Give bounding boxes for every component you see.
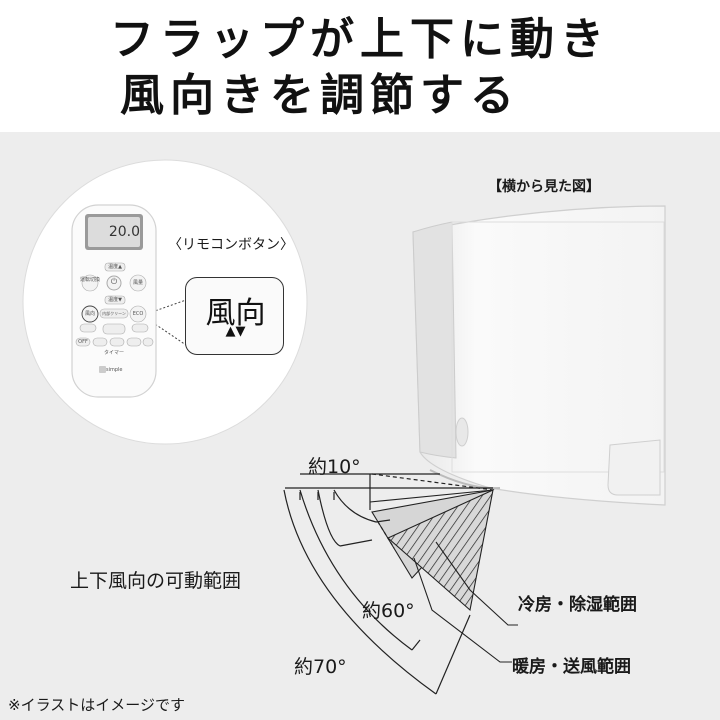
remote-control <box>71 204 157 398</box>
headline-line2: 風向きを調節する <box>120 70 520 121</box>
remote-eco-button[interactable]: ECO <box>132 311 144 317</box>
remote-wind-direction-button[interactable]: 風向 <box>84 311 95 317</box>
remote-temp-up-button[interactable]: 温度▲ <box>108 264 122 270</box>
side-view-label: 【横から見た図】 <box>488 179 600 195</box>
wind-direction-button-text: 風向 <box>205 296 266 331</box>
range-title: 上下風向の可動範囲 <box>70 570 242 592</box>
remote-button-label: 〈リモコンボタン〉 <box>168 237 294 253</box>
remote-power-button[interactable]: ⏻ <box>110 277 118 286</box>
remote-timer-label: タイマー <box>103 350 124 356</box>
angle-60-label: 約60° <box>362 600 415 622</box>
header-banner: フラップが上下に動き 風向きを調節する <box>0 0 720 132</box>
remote-brand-logo: simple <box>106 367 123 373</box>
wind-direction-button-popup: 風向 ▲▼ <box>185 277 284 355</box>
remote-airflow-button[interactable]: 風量 <box>132 280 143 286</box>
airflow-range <box>369 489 495 612</box>
remote-off-button[interactable]: OFF <box>78 339 88 345</box>
angle-10-label: 約10° <box>308 456 361 478</box>
aircon-unit <box>412 205 666 506</box>
angle-guides <box>283 473 518 695</box>
legend-heating: 暖房・送風範囲 <box>512 657 631 677</box>
remote-temp-down-button[interactable]: 温度▼ <box>108 297 122 303</box>
illustration-note: ※イラストはイメージです <box>8 696 185 714</box>
remote-internal-clean-button[interactable]: 内部クリーン <box>102 311 126 316</box>
legend-cooling: 冷房・除湿範囲 <box>518 595 637 615</box>
up-down-arrows-icon: ▲▼ <box>225 324 246 339</box>
remote-operation-switch-button[interactable]: 運転切換 <box>79 277 100 283</box>
remote-lcd-temperature: 20.0 <box>108 224 140 240</box>
headline-line1: フラップが上下に動き <box>110 14 610 65</box>
angle-70-label: 約70° <box>294 656 347 678</box>
